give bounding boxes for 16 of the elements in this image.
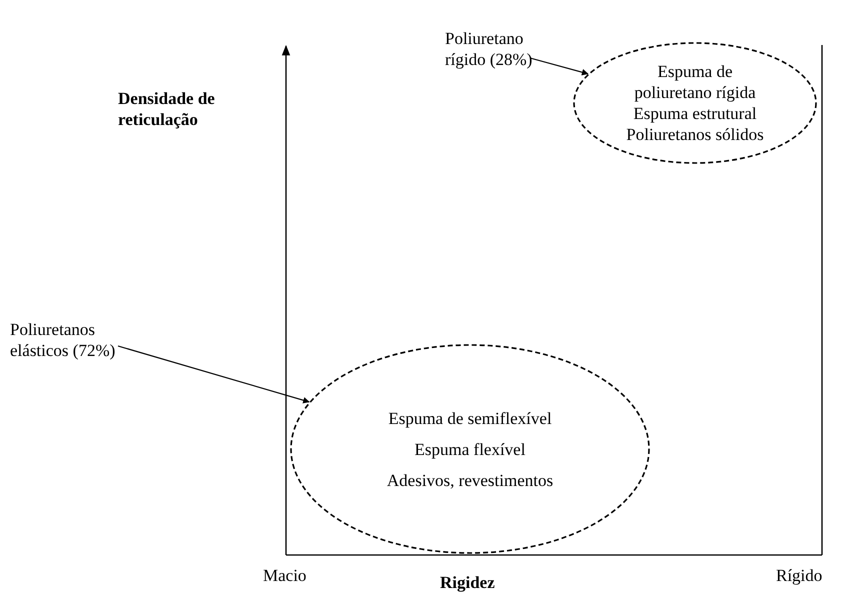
category-text: Espuma estrutural bbox=[633, 103, 757, 124]
callout-text: Poliuretano rígido (28%) bbox=[445, 28, 534, 70]
category-text: Espuma de poliuretano rígida bbox=[633, 61, 757, 103]
category-text: Poliuretanos sólidos bbox=[626, 124, 764, 145]
axis-tick-label: Rígido bbox=[776, 565, 822, 586]
dashed-ellipse bbox=[573, 42, 817, 164]
axis-tick-label: Macio bbox=[263, 565, 306, 586]
arrow bbox=[118, 345, 310, 404]
category-text: Adesivos, revestimentos bbox=[386, 470, 554, 490]
callout-text: Poliuretanos elásticos (72%) bbox=[10, 319, 116, 361]
axis-title: Densidade de reticulação bbox=[118, 88, 216, 130]
arrow bbox=[530, 57, 589, 76]
category-text: Espuma flexível bbox=[414, 438, 526, 460]
dashed-ellipse bbox=[290, 344, 650, 554]
category-text: Espuma de semiflexível bbox=[388, 408, 552, 428]
axis-title: Rigidez bbox=[440, 572, 495, 593]
